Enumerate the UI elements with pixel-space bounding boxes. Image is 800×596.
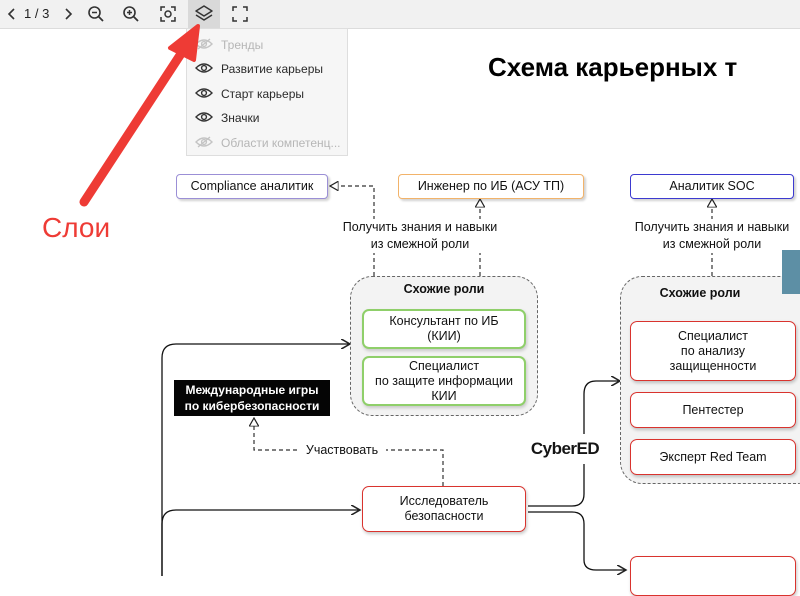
role-pentester-label: Пентестер xyxy=(682,402,744,417)
cybered-logo: CyberED xyxy=(524,434,606,464)
note-adjacent-skills-left: Получить знания и навыки из смежной роли xyxy=(332,219,508,253)
layer-label-career-start: Старт карьеры xyxy=(221,87,305,101)
group-right-title: Схожие роли xyxy=(659,286,741,300)
note-right-line-1: Получить знания и навыки xyxy=(634,220,790,234)
annotation-arrow xyxy=(79,24,200,207)
side-thumbnail xyxy=(782,250,800,294)
role-red-team-expert[interactable]: Эксперт Red Team xyxy=(630,439,796,475)
layer-item-badges[interactable]: Значки xyxy=(195,109,260,127)
layer-item-career-start[interactable]: Старт карьеры xyxy=(195,85,304,103)
note-right-line-2: из смежной роли xyxy=(662,237,762,251)
eye-icon[interactable] xyxy=(195,87,221,102)
role-kii-consultant-label: Консультант по ИБ(КИИ) xyxy=(389,314,499,343)
chevron-left-icon[interactable] xyxy=(4,0,20,28)
eye-icon[interactable] xyxy=(195,111,221,126)
layers-dropdown: Тренды Развитие карьеры Старт карьеры Зн… xyxy=(186,28,348,156)
fullscreen-icon[interactable] xyxy=(226,0,254,28)
layers-annotation-label: Слои xyxy=(42,212,111,243)
role-red-team-expert-label: Эксперт Red Team xyxy=(659,449,767,464)
note-left-line-2: из смежной роли xyxy=(370,237,470,251)
role-soc-analyst[interactable]: Аналитик SOC xyxy=(630,174,794,199)
group-left-title: Схожие роли xyxy=(403,282,485,296)
zoom-in-icon[interactable] xyxy=(117,0,145,28)
note-left-line-1: Получить знания и навыки xyxy=(342,220,498,234)
note-adjacent-skills-right: Получить знания и навыки из смежной роли xyxy=(624,219,800,253)
layer-label-competence-areas: Области компетенц... xyxy=(221,136,341,150)
layer-label-badges: Значки xyxy=(221,111,260,125)
role-pentester[interactable]: Пентестер xyxy=(630,392,796,428)
eye-icon[interactable] xyxy=(195,62,221,77)
layer-label-career-development: Развитие карьеры xyxy=(221,62,324,76)
layer-item-competence-areas[interactable]: Области компетенц... xyxy=(195,134,341,152)
zoom-out-icon[interactable] xyxy=(82,0,110,28)
eye-off-icon[interactable] xyxy=(195,37,221,53)
viewer-toolbar: 1 / 3 xyxy=(0,0,800,29)
fit-to-screen-icon[interactable] xyxy=(154,0,182,28)
layer-item-career-development[interactable]: Развитие карьеры xyxy=(195,60,323,78)
role-ics-security-engineer[interactable]: Инженер по ИБ (АСУ ТП) xyxy=(398,174,584,199)
participate-label: Участвовать xyxy=(298,442,386,459)
page-indicator: 1 / 3 xyxy=(24,6,50,21)
role-kii-consultant[interactable]: Консультант по ИБ(КИИ) xyxy=(362,309,526,349)
layers-icon[interactable] xyxy=(188,0,220,28)
layer-item-trends[interactable]: Тренды xyxy=(195,36,263,54)
role-compliance-analyst[interactable]: Compliance аналитик xyxy=(176,174,328,199)
chevron-right-icon[interactable] xyxy=(60,0,76,28)
diagram-title: Схема карьерных т xyxy=(488,52,738,82)
layer-label-trends: Тренды xyxy=(221,38,264,52)
eye-off-icon[interactable] xyxy=(195,135,221,151)
